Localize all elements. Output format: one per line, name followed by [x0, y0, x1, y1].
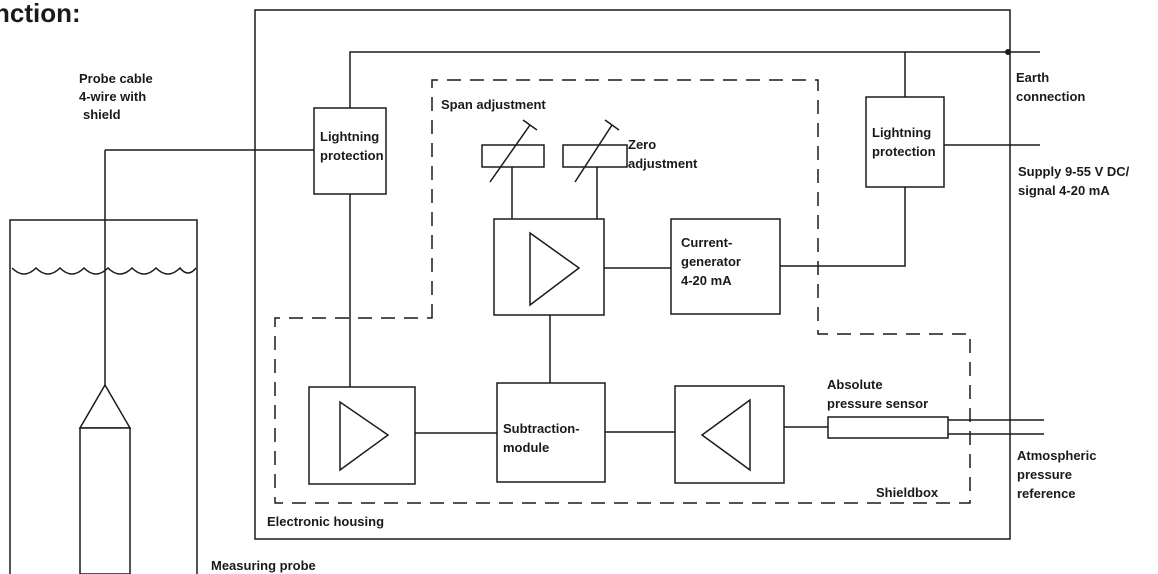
lightning-protection-right	[865, 96, 945, 188]
electronic-housing-box	[254, 9, 1011, 540]
input-amplifier-symbol	[339, 400, 390, 472]
water-surface	[11, 266, 197, 275]
earth-wire	[349, 51, 1040, 108]
tank-outline	[9, 219, 198, 574]
current-gen-label-3: 4-20 mA	[681, 273, 732, 288]
electronic-housing-label: Electronic housing	[267, 514, 384, 529]
absolute-pressure-sensor	[827, 416, 949, 439]
probe-sensor	[78, 383, 132, 429]
lightning-right-label-1: Lightning	[872, 125, 931, 140]
atm-reference-tube	[948, 419, 1044, 435]
page-title: nction:	[0, 0, 81, 28]
lightning-right-label-2: protection	[872, 144, 936, 159]
current-generator-box	[670, 218, 781, 315]
atm-reference-label-2: pressure	[1017, 467, 1072, 482]
zero-adjustment-label-2: adjustment	[628, 156, 698, 171]
input-amplifier-box	[308, 386, 416, 485]
earth-connection-label-2: connection	[1016, 89, 1085, 104]
supply-label-1: Supply 9-55 V DC/	[1018, 164, 1130, 179]
span-adjustment-label: Span adjustment	[441, 97, 546, 112]
lightning-left-label-2: protection	[320, 148, 384, 163]
lightning-left-label-1: Lightning	[320, 129, 379, 144]
span-adjustment-pot	[481, 144, 545, 168]
measuring-probe-label: Measuring probe	[211, 558, 316, 573]
zero-adjustment-pot	[562, 144, 628, 168]
probe-cable-label-3: shield	[83, 107, 121, 122]
lightning-protection-left	[313, 107, 387, 195]
span-arrow	[489, 119, 538, 183]
supply-label-2: signal 4-20 mA	[1018, 183, 1110, 198]
shieldbox-label: Shieldbox	[876, 485, 939, 500]
main-amplifier-symbol	[529, 231, 581, 307]
atm-reference-label-1: Atmospheric	[1017, 448, 1096, 463]
subtraction-label-1: Subtraction-	[503, 421, 580, 436]
reference-amplifier-box	[674, 385, 785, 484]
atm-reference-label-3: reference	[1017, 486, 1076, 501]
zero-arrow	[574, 119, 620, 183]
probe-body	[79, 427, 131, 574]
main-amplifier-box	[493, 218, 605, 316]
current-gen-label-1: Current-	[681, 235, 732, 250]
probe-cable-label-2: 4-wire with	[79, 89, 146, 104]
current-gen-label-2: generator	[681, 254, 741, 269]
probe-cable-label-1: Probe cable	[79, 71, 153, 86]
subtraction-label-2: module	[503, 440, 549, 455]
current-gen-to-lightning-wire	[780, 187, 906, 267]
abs-sensor-label-1: Absolute	[827, 377, 883, 392]
earth-connection-label-1: Earth	[1016, 70, 1049, 85]
reference-amplifier-symbol	[700, 398, 751, 472]
earth-terminal	[1005, 49, 1011, 55]
abs-sensor-label-2: pressure sensor	[827, 396, 928, 411]
zero-adjustment-label-1: Zero	[628, 137, 656, 152]
